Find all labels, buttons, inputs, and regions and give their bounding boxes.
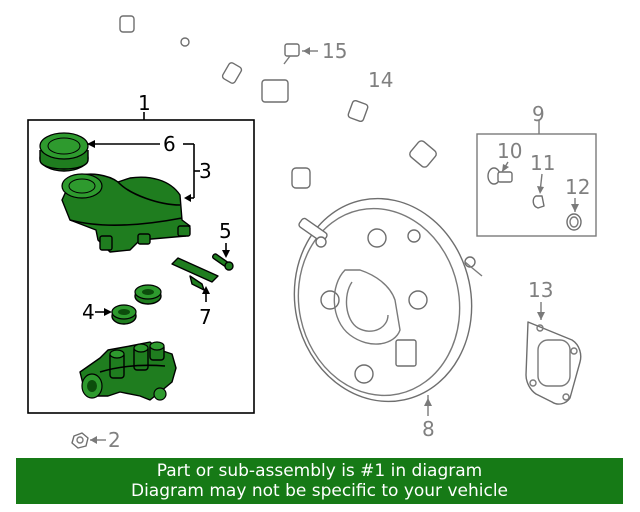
callout-2: 2	[108, 428, 121, 452]
callout-6: 6	[163, 132, 176, 156]
callout-3: 3	[199, 159, 212, 183]
callout-8: 8	[422, 417, 435, 441]
master-cylinder-body	[79, 341, 177, 401]
bolt-part	[283, 43, 318, 65]
reservoir-cap	[39, 132, 89, 172]
info-banner: Part or sub-assembly is #1 in diagram Di…	[16, 458, 623, 504]
callout-4: 4	[82, 300, 95, 324]
vacuum-hose-assembly	[119, 15, 437, 191]
callout-15: 15	[322, 39, 347, 63]
retaining-clip	[171, 257, 219, 302]
callout-11: 11	[530, 151, 555, 175]
callout-5: 5	[219, 219, 232, 243]
callout-1: 1	[138, 91, 151, 115]
reservoir-grommets	[95, 284, 162, 325]
banner-line-2: Diagram may not be specific to your vehi…	[130, 481, 508, 501]
nut-part	[71, 432, 106, 449]
brake-fluid-reservoir	[61, 173, 191, 253]
master-cylinder-assembly	[27, 112, 255, 414]
callout-9: 9	[532, 102, 545, 126]
callout-13: 13	[528, 278, 553, 302]
brake-booster	[293, 197, 483, 416]
callout-12: 12	[565, 175, 590, 199]
callout-10: 10	[497, 139, 522, 163]
seal-kit-box	[476, 120, 597, 237]
gasket-plate	[525, 302, 582, 405]
callout-7: 7	[199, 305, 212, 329]
callout-14: 14	[368, 68, 393, 92]
banner-line-1: Part or sub-assembly is #1 in diagram	[156, 461, 483, 481]
retaining-pin	[211, 243, 234, 271]
